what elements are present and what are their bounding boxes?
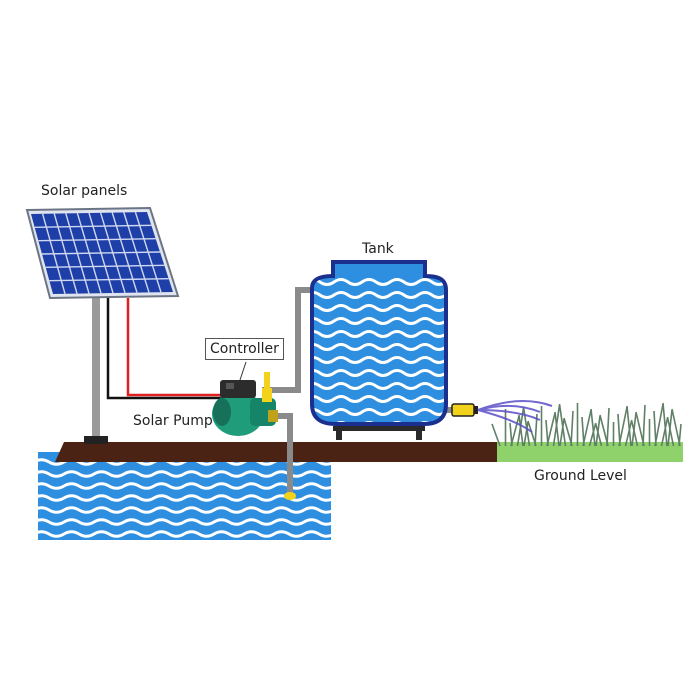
grass-blade — [491, 423, 501, 447]
ground-level-label: Ground Level — [534, 468, 627, 484]
grass-blade — [626, 405, 632, 447]
grass-blade — [594, 422, 603, 447]
panel-cell-line — [41, 251, 161, 255]
water-wave — [38, 470, 331, 478]
grass-blade — [590, 408, 596, 447]
water-wave — [312, 369, 446, 377]
water-wave — [38, 530, 331, 538]
outlet-tap — [451, 403, 478, 417]
solar-panel — [25, 206, 180, 300]
grass-blade — [522, 406, 531, 447]
grass-blade — [554, 411, 560, 447]
grass-blade — [523, 421, 529, 447]
grass-blade — [666, 416, 675, 447]
tank-stand — [333, 426, 425, 431]
water-wave — [38, 482, 331, 490]
grass-blade — [599, 414, 609, 447]
water-wave — [312, 408, 446, 416]
panel-cell-line — [49, 277, 169, 282]
grass-blade — [671, 408, 681, 447]
solar-panels-label: Solar panels — [41, 183, 128, 199]
water-wave — [312, 291, 446, 299]
water-wave — [38, 494, 331, 502]
grass-blade — [545, 419, 549, 447]
water-spray — [477, 400, 553, 433]
water-wave — [38, 506, 331, 514]
grass-blade — [617, 413, 621, 447]
grass-blade — [624, 420, 633, 447]
solar-pump-label: Solar Pump — [133, 413, 213, 429]
solar-pump — [212, 372, 278, 436]
water-wave — [312, 395, 446, 403]
grass-blade — [509, 422, 513, 447]
water-wave — [312, 278, 446, 286]
ground-slab — [55, 442, 497, 462]
pole-base — [84, 436, 108, 444]
grass-blade — [527, 420, 537, 447]
water-wave — [312, 382, 446, 390]
grass-blade — [559, 418, 565, 447]
grass-field — [491, 402, 683, 462]
water-wave — [312, 304, 446, 312]
panel-pole — [92, 294, 100, 440]
controller-box — [220, 361, 256, 398]
grass-blade — [660, 417, 669, 447]
water-wave — [312, 330, 446, 338]
grass-blade — [635, 411, 645, 447]
grass-blade — [563, 417, 573, 447]
grass-blade — [630, 419, 639, 447]
water-source — [38, 452, 331, 540]
grass-blade — [518, 414, 524, 447]
panel-cell-line — [45, 264, 165, 269]
power-wires — [106, 298, 222, 400]
water-wave — [312, 317, 446, 325]
tank-label: Tank — [362, 241, 394, 257]
foot-valve — [284, 492, 296, 500]
grass-blade — [653, 410, 657, 447]
grass-blade — [588, 423, 597, 447]
grass-blade — [662, 402, 668, 447]
water-wave — [312, 343, 446, 351]
solar-panel-assembly — [25, 206, 180, 444]
panel-cell-line — [38, 237, 156, 242]
water-tank — [310, 260, 448, 440]
grass-blade — [558, 403, 567, 447]
grass-blade — [581, 416, 585, 447]
controller-label: Controller — [205, 338, 284, 360]
water-wave — [38, 518, 331, 526]
panel-cell-line — [34, 224, 152, 229]
water-wave — [312, 356, 446, 364]
